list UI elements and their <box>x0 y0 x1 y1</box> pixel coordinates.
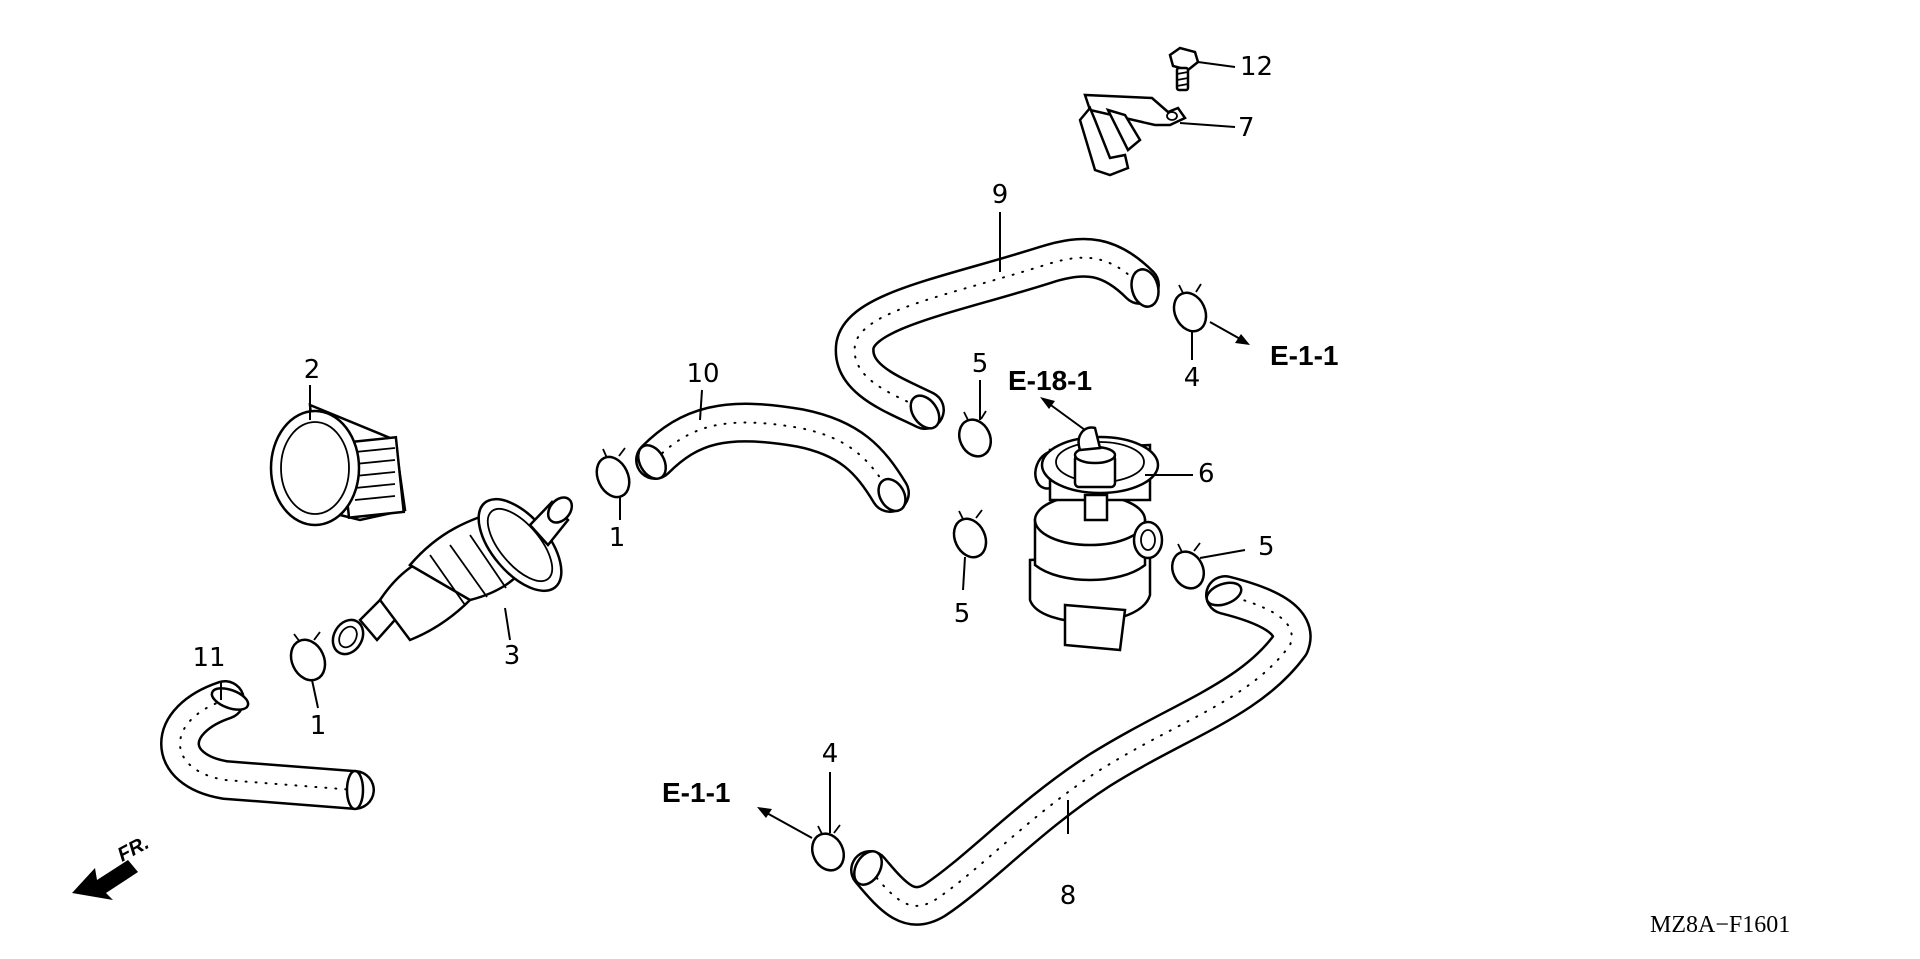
hose-11[interactable] <box>160 680 375 811</box>
callout-labels: 1 1 2 3 4 4 5 5 5 6 7 8 9 10 11 12 <box>192 52 1274 911</box>
clamp-4-upper[interactable] <box>1168 283 1212 336</box>
callout-10: 10 <box>686 359 719 389</box>
callout-4-lower: 4 <box>822 739 839 769</box>
clamp-5-left[interactable] <box>948 509 992 562</box>
clamp-5-upper[interactable] <box>953 410 996 462</box>
hose-8[interactable] <box>849 575 1312 926</box>
callout-4-upper: 4 <box>1184 363 1201 393</box>
diagram-code: MZ8A−F1601 <box>1650 912 1790 938</box>
air-filter-3[interactable] <box>327 485 577 660</box>
clamp-1-lower[interactable] <box>285 631 332 686</box>
callout-5-right: 5 <box>1258 532 1275 562</box>
callout-2: 2 <box>304 355 321 385</box>
callout-1-upper: 1 <box>609 523 626 553</box>
callout-8: 8 <box>1060 881 1077 911</box>
callout-5-upper: 5 <box>972 349 989 379</box>
hose-10[interactable] <box>633 402 911 516</box>
callout-11: 11 <box>192 643 225 673</box>
callout-7: 7 <box>1238 113 1255 143</box>
front-arrow-icon <box>72 860 138 900</box>
clamp-4-lower[interactable] <box>806 824 849 876</box>
bracket-7[interactable] <box>1078 93 1187 177</box>
callout-3: 3 <box>504 641 521 671</box>
cover-2[interactable] <box>269 403 407 527</box>
hose-9[interactable] <box>834 237 1163 434</box>
callout-12: 12 <box>1240 52 1273 82</box>
leader-lines <box>220 61 1246 834</box>
bolt-12[interactable] <box>1168 46 1200 92</box>
callout-6: 6 <box>1198 459 1215 489</box>
ref-e-1-1-left[interactable]: E-1-1 <box>662 777 730 808</box>
front-label: FR. <box>114 832 153 867</box>
ref-e-1-1-right[interactable]: E-1-1 <box>1270 340 1338 371</box>
clamp-1-upper[interactable] <box>591 447 636 502</box>
ref-e-18-1[interactable]: E-18-1 <box>1008 365 1092 396</box>
callout-1-lower: 1 <box>310 711 327 741</box>
callout-9: 9 <box>992 180 1009 210</box>
air-injection-valve-6[interactable] <box>1028 426 1164 652</box>
callout-5-left: 5 <box>954 599 971 629</box>
clamp-5-right[interactable] <box>1166 542 1209 594</box>
reference-arrows <box>757 321 1250 839</box>
